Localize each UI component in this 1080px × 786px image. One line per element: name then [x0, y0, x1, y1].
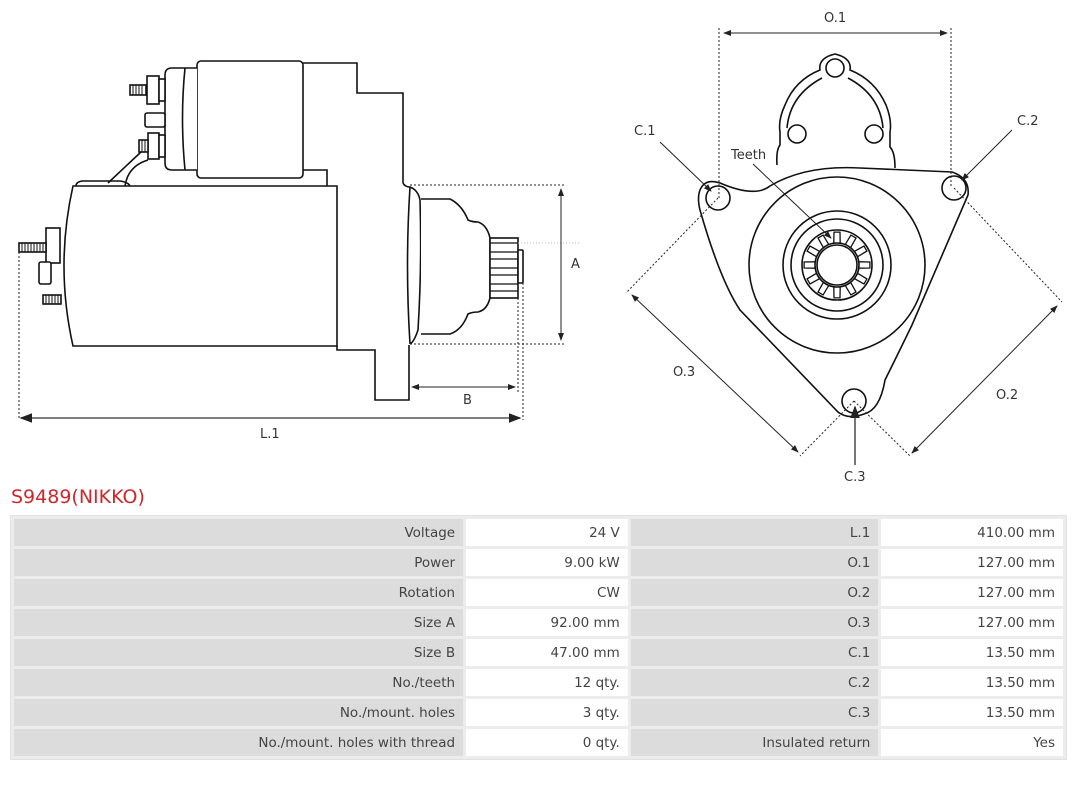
side-view-drawing	[18, 60, 524, 401]
spec-value: 47.00 mm	[466, 639, 628, 666]
spec-value: 12 qty.	[466, 669, 628, 696]
rear-terminals	[18, 227, 62, 305]
spec-value-2: Yes	[881, 729, 1063, 756]
spec-value-2: 127.00 mm	[881, 579, 1063, 606]
side-view-dimensions	[18, 184, 580, 423]
spec-label-2: C.3	[630, 699, 879, 726]
spec-label: Size B	[14, 639, 464, 666]
spec-label-2: O.3	[630, 609, 879, 636]
spec-value-2: 127.00 mm	[881, 549, 1063, 576]
spec-value: 3 qty.	[466, 699, 628, 726]
pinion-gear	[489, 237, 524, 299]
spec-label-2: O.2	[630, 579, 879, 606]
dim-label-teeth: Teeth	[730, 148, 766, 163]
spec-value-2: 13.50 mm	[881, 699, 1063, 726]
spec-value-2: 127.00 mm	[881, 609, 1063, 636]
pinion-tooth	[806, 245, 821, 258]
spec-label: Voltage	[14, 519, 464, 546]
spec-value-2: 410.00 mm	[881, 519, 1063, 546]
spec-value-2: 13.50 mm	[881, 669, 1063, 696]
dim-label-b: B	[463, 393, 472, 408]
solenoid	[107, 60, 304, 187]
drawing-canvas: A B L.1	[18, 11, 1063, 485]
dim-label-o1: O.1	[824, 11, 846, 26]
technical-drawings: A B L.1	[18, 11, 1063, 485]
dim-label-a: A	[571, 257, 580, 272]
solenoid-cap	[776, 53, 896, 169]
pinion-tooth	[853, 245, 868, 258]
spec-value: 24 V	[466, 519, 628, 546]
dim-label-c3: C.3	[844, 470, 865, 485]
spec-label: Size A	[14, 609, 464, 636]
spec-value-2: 13.50 mm	[881, 639, 1063, 666]
spec-value: CW	[466, 579, 628, 606]
spec-label-2: O.1	[630, 549, 879, 576]
pinion-tooth	[817, 281, 830, 296]
pinion-teeth	[803, 231, 871, 299]
pinion-tooth	[806, 272, 821, 285]
pinion-tooth	[858, 261, 871, 269]
pinion-tooth	[803, 261, 816, 269]
spec-label-2: C.1	[630, 639, 879, 666]
spec-label: Power	[14, 549, 464, 576]
dim-label-o3: O.3	[673, 365, 695, 380]
product-title: S9489(NIKKO)	[11, 486, 145, 508]
spec-value: 9.00 kW	[466, 549, 628, 576]
pinion-tooth	[844, 281, 857, 296]
pinion-tooth	[844, 234, 857, 249]
front-view-dimensions	[625, 28, 1063, 465]
spec-label-2: Insulated return	[630, 729, 879, 756]
dim-label-o2: O.2	[996, 388, 1018, 403]
spec-label: Rotation	[14, 579, 464, 606]
pinion-tooth	[853, 272, 868, 285]
front-view-drawing	[697, 53, 969, 418]
spec-label: No./mount. holes with thread	[14, 729, 464, 756]
pinion-tooth	[817, 234, 830, 249]
spec-label-2: C.2	[630, 669, 879, 696]
spec-label-2: L.1	[630, 519, 879, 546]
dim-label-c2: C.2	[1017, 114, 1038, 129]
spec-label: No./teeth	[14, 669, 464, 696]
spec-value: 0 qty.	[466, 729, 628, 756]
dim-label-c1: C.1	[634, 124, 655, 139]
pinion-tooth	[833, 231, 841, 244]
dim-label-l1: L.1	[260, 427, 280, 442]
terminal-stud-top	[129, 84, 147, 96]
motor-body	[63, 180, 410, 401]
spec-value: 92.00 mm	[466, 609, 628, 636]
spec-label: No./mount. holes	[14, 699, 464, 726]
drive-housing	[421, 198, 491, 335]
terminal-stud-lower	[138, 139, 149, 153]
pinion-tooth	[833, 286, 841, 299]
